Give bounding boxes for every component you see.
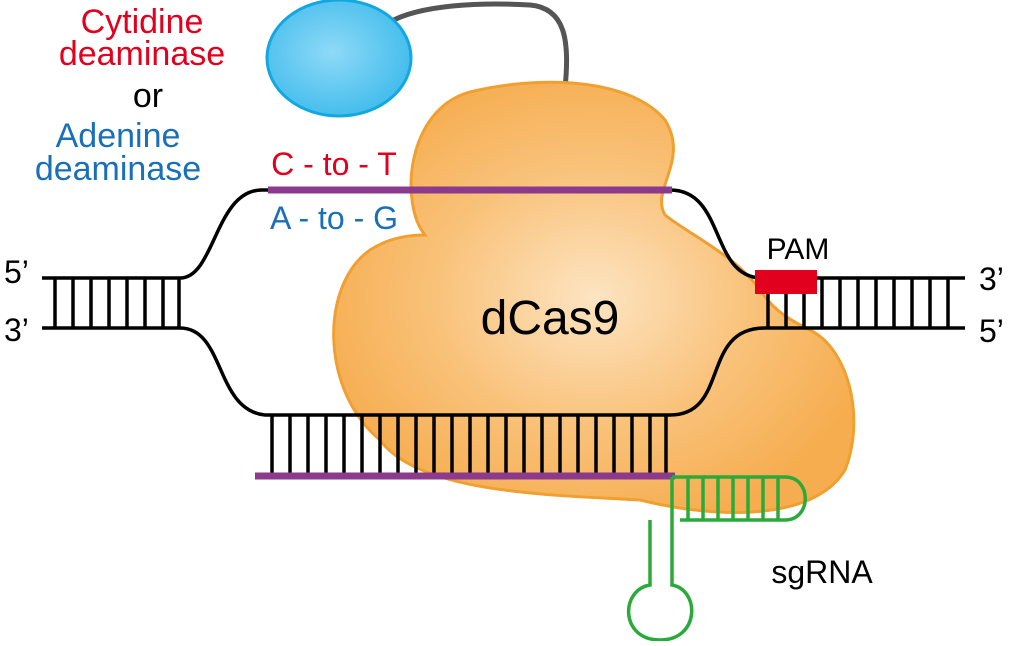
cytidine-label-line2: deaminase: [59, 35, 225, 73]
right-bottom-end-label: 5’: [979, 313, 1004, 349]
pam-label: PAM: [767, 233, 830, 266]
c-to-t-label: C - to - T: [271, 146, 397, 182]
dcas9-label: dCas9: [481, 292, 620, 345]
linker: [388, 1, 570, 89]
cytidine-label-line1: Cytidine: [81, 3, 204, 41]
a-to-g-label: A - to - G: [270, 200, 398, 236]
or-label: or: [133, 77, 163, 115]
adenine-label-line1: Adenine: [56, 117, 181, 155]
hybrid-base-pairs: [270, 415, 668, 475]
left-bottom-end-label: 3’: [4, 312, 29, 348]
left-top-end-label: 5’: [4, 254, 29, 290]
sgrna-label: sgRNA: [771, 554, 873, 590]
sgrna-scaffold: [626, 475, 807, 642]
right-base-pairs: [766, 278, 950, 328]
deaminase-ellipse: [265, 0, 413, 118]
adenine-label-line2: deaminase: [35, 150, 201, 188]
bottom-strand: [42, 326, 965, 417]
right-top-end-label: 3’: [979, 261, 1004, 297]
left-base-pairs: [53, 278, 181, 328]
pam-box: [755, 270, 817, 294]
